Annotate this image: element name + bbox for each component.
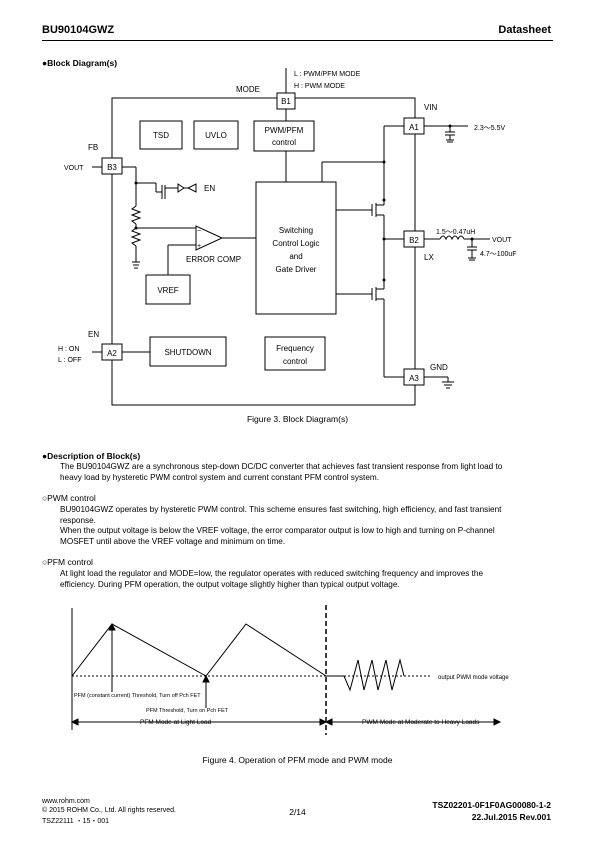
footer-url[interactable]: www.rohm.com bbox=[42, 798, 90, 805]
pfm-heading: ○PFM control bbox=[42, 557, 93, 567]
description-intro: The BU90104GWZ are a synchronous step-do… bbox=[60, 462, 503, 482]
mode-label: MODE bbox=[236, 85, 260, 94]
gnd-label: GND bbox=[430, 363, 448, 372]
en-h-label: H : ON bbox=[58, 346, 79, 353]
pin-b1-label: B1 bbox=[281, 97, 291, 106]
fb-label: FB bbox=[88, 143, 98, 152]
vout-out-label: VOUT bbox=[492, 237, 512, 244]
pin-a3-label: A3 bbox=[409, 374, 419, 383]
pin-b3 bbox=[101, 157, 123, 175]
vin-label: VIN bbox=[424, 103, 438, 112]
doc-date: 22.Jul.2015 Rev.001 bbox=[471, 812, 551, 822]
pin-b2-label: B2 bbox=[409, 236, 419, 245]
frequency-label: Frequency bbox=[276, 344, 314, 353]
shutdown-label: SHUTDOWN bbox=[164, 348, 211, 357]
gate-driver-label: Gate Driver bbox=[276, 265, 317, 274]
en-pin-label: EN bbox=[88, 330, 99, 339]
figure-4-caption: Figure 4. Operation of PFM mode and PWM … bbox=[202, 755, 393, 765]
output-voltage-label: output PWM mode voltage bbox=[438, 675, 509, 681]
doc-number: TSZ02201-0F1F0AG00080-1-2 bbox=[432, 800, 551, 810]
frequency-control-label: control bbox=[283, 357, 307, 366]
tsd-label: TSD bbox=[153, 131, 169, 140]
switching-block bbox=[255, 181, 337, 315]
switching-label: Switching bbox=[279, 226, 313, 235]
frequency-block bbox=[264, 336, 326, 371]
pwm-description: BU90104GWZ operates by hysteretic PWM co… bbox=[60, 505, 502, 546]
light-load-label: PFM Mode at Light Load bbox=[140, 719, 212, 726]
block-diagram-heading: ●Block Diagram(s) bbox=[42, 58, 118, 68]
pwm-heading: ○PWM control bbox=[42, 493, 96, 503]
mode-note-h: H : PWM MODE bbox=[294, 83, 345, 90]
en-fet-label: EN bbox=[204, 184, 215, 193]
footer-copyright: © 2015 ROHM Co., Ltd. All rights reserve… bbox=[42, 807, 176, 814]
figure-3-caption: Figure 3. Block Diagram(s) bbox=[246, 414, 349, 424]
pin-a1-label: A1 bbox=[409, 123, 419, 132]
vout-fb-label: VOUT bbox=[64, 165, 84, 172]
pfm-threshold-off-label: PFM (constant current) Threshold, Turn o… bbox=[74, 693, 201, 699]
vref-label: VREF bbox=[157, 286, 178, 295]
error-comp-label: ERROR COMP bbox=[186, 255, 241, 264]
page-number: 2/14 bbox=[289, 807, 306, 817]
ic-outline bbox=[111, 97, 416, 406]
tsd-block bbox=[139, 120, 183, 150]
datasheet-label: Datasheet bbox=[498, 24, 551, 36]
svg-text:+: + bbox=[197, 243, 201, 250]
block-diagram: MODE L : PWM/PFM MODE H : PWM MODE VIN F… bbox=[58, 68, 517, 406]
uvlo-block bbox=[193, 120, 239, 150]
mode-note-l: L : PWM/PFM MODE bbox=[294, 71, 361, 78]
lx-label: LX bbox=[424, 253, 434, 262]
header-rule bbox=[42, 40, 553, 41]
footer-code: TSZ22111 ・15・001 bbox=[42, 818, 110, 825]
vin-range-label: 2.3〜5.5V bbox=[474, 125, 505, 132]
en-l-label: L : OFF bbox=[58, 357, 81, 364]
svg-text:−: − bbox=[197, 228, 201, 235]
pfm-description: At light load the regulator and MODE=low… bbox=[60, 569, 484, 589]
pfm-pwm-waveform: output PWM mode voltage PFM (constant cu… bbox=[70, 605, 509, 735]
pfm-threshold-on-label: PFM Threshold, Turn on Pch FET bbox=[146, 708, 229, 714]
inductor-value-label: 1.5〜0.47uH bbox=[436, 229, 475, 236]
heavy-load-label: PWM Mode at Moderate to Heavy Loads bbox=[362, 719, 480, 726]
pwm-pfm-control-label: control bbox=[272, 138, 296, 147]
part-number-title: BU90104GWZ bbox=[42, 24, 115, 36]
cap-value-label: 4.7〜100uF bbox=[480, 251, 517, 258]
pin-b3-label: B3 bbox=[107, 163, 117, 172]
pwm-pfm-block bbox=[253, 120, 315, 152]
pwm-pfm-label: PWM/PFM bbox=[265, 126, 304, 135]
uvlo-label: UVLO bbox=[205, 131, 227, 140]
pin-a2-label: A2 bbox=[107, 349, 117, 358]
and-label: and bbox=[289, 252, 302, 261]
description-heading: ●Description of Block(s) bbox=[42, 451, 141, 461]
control-logic-label: Control Logic bbox=[272, 239, 319, 248]
